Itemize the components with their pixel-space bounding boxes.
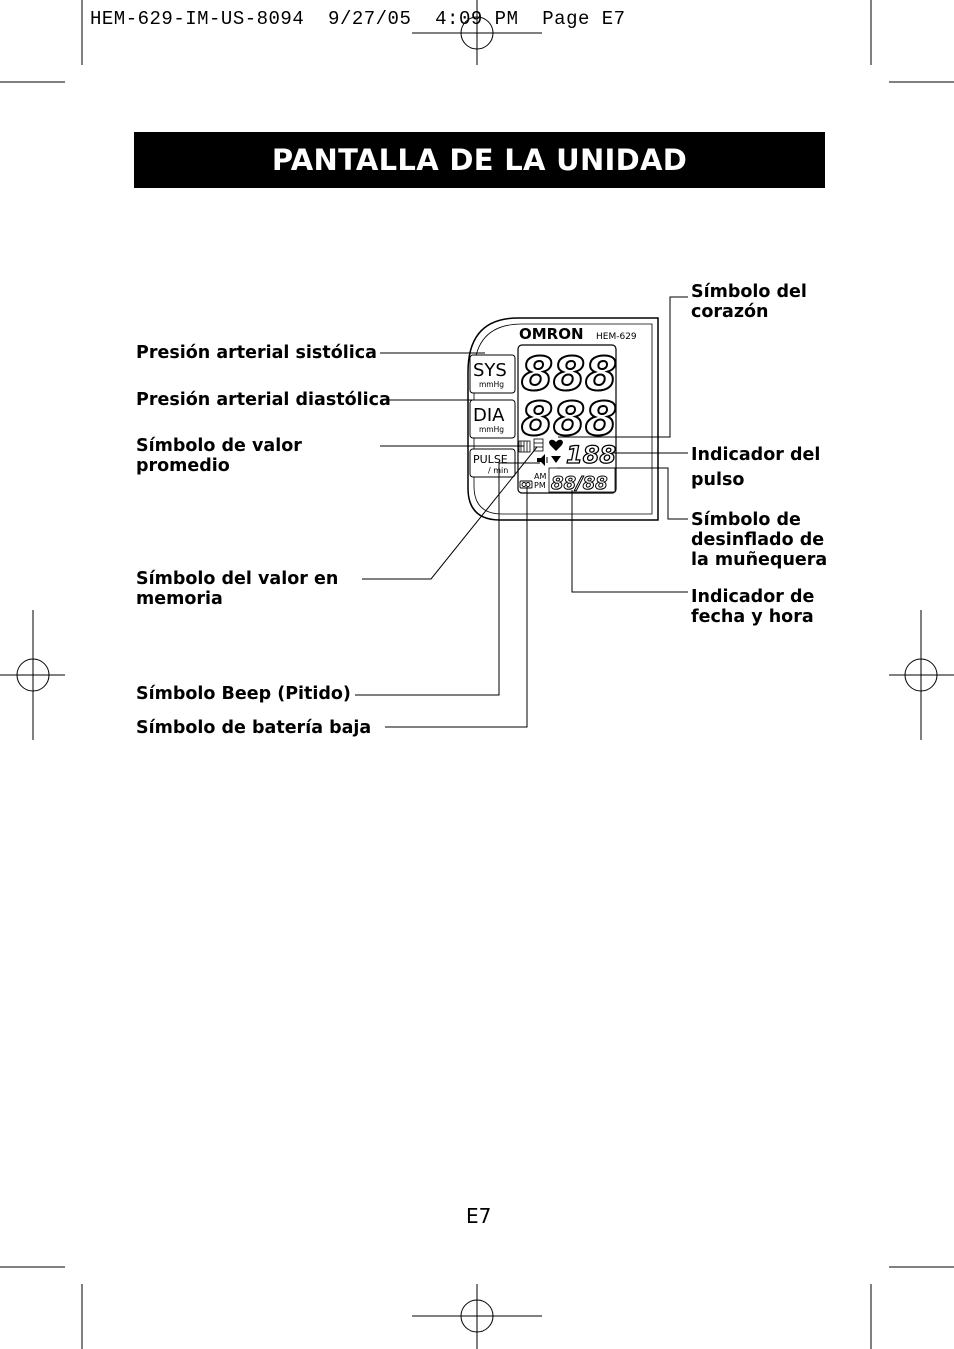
label-diastolica: Presión arterial diastólica [136,390,391,410]
beep-icon [537,454,548,466]
sys-unit: mmHg [479,380,504,389]
leader-fecha [571,490,688,593]
label-bateria: Símbolo de batería baja [136,718,372,738]
dia-label-box [469,399,516,439]
label-desinflado: Símbolo de desinflado de la muñequera [691,510,828,570]
pulse-digits: 188 [566,441,616,469]
leader-corazon [558,296,688,438]
device-illustration: OMRON HEM-629 SYS mmHg DIA mmHg PULSE / … [467,317,659,521]
heart-icon [549,439,563,451]
label-corazon: Símbolo del corazón [691,282,807,322]
label-sistolica: Presión arterial sistólica [136,343,377,363]
pulse-unit: / min [488,466,508,475]
sys-digits: 888 [521,347,617,401]
leader-bateria [385,487,528,728]
label-beep: Símbolo Beep (Pitido) [136,684,351,704]
memory-value-icon [533,438,544,452]
page-number: E7 [466,1204,492,1228]
deflation-arrow-icon [551,456,561,463]
registration-target-left [0,610,65,740]
brand-logo: OMRON [519,325,584,343]
datetime-digits: 88/88 [551,473,608,494]
sys-label: SYS [473,360,507,381]
registration-target-right [889,610,954,740]
low-battery-icon [519,480,533,489]
model-name: HEM-629 [596,332,637,342]
leader-memoria [362,446,538,580]
leader-lines [355,296,688,728]
dia-unit: mmHg [479,425,504,434]
pulse-label: PULSE [473,453,508,466]
registration-target-top [412,0,542,65]
label-pulso: Indicador del pulso [691,445,821,490]
am-label: AM [534,472,546,481]
title-bar: PANTALLA DE LA UNIDAD [134,132,825,188]
registration-target-bottom [412,1284,542,1349]
print-slug: HEM-629-IM-US-8094 9/27/05 4:09 PM Page … [90,8,626,30]
label-memoria: Símbolo del valor en memoria [136,569,339,609]
sys-label-box [469,354,516,394]
page-title: PANTALLA DE LA UNIDAD [271,143,688,177]
dia-digits: 888 [521,392,617,446]
leader-desinflado [557,467,688,520]
leader-beep [355,462,540,696]
dia-label: DIA [473,405,505,426]
pm-label: PM [534,481,546,490]
label-promedio: Símbolo de valor promedio [136,436,302,476]
label-fecha: Indicador de fecha y hora [691,587,815,627]
lcd-screen [517,344,617,494]
